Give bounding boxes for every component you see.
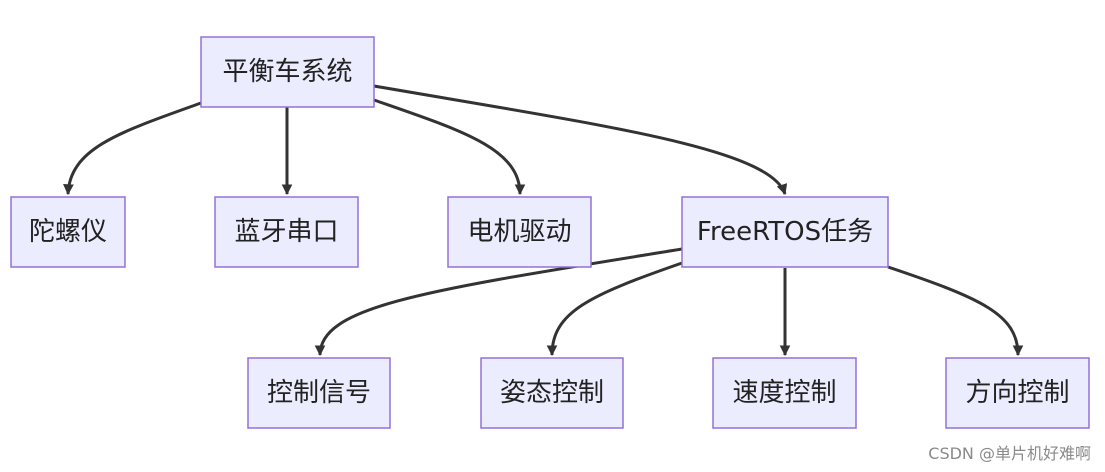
node-control-signal-label: 控制信号 bbox=[267, 378, 371, 408]
node-control-signal: 控制信号 bbox=[247, 357, 391, 429]
node-bluetooth-label: 蓝牙串口 bbox=[234, 217, 338, 247]
node-root-label: 平衡车系统 bbox=[222, 57, 352, 87]
node-root: 平衡车系统 bbox=[200, 36, 375, 108]
node-speed-label: 速度控制 bbox=[732, 378, 836, 408]
edge-freertos-attitude bbox=[546, 261, 683, 357]
node-motor: 电机驱动 bbox=[447, 196, 592, 268]
edge-root-gyro bbox=[63, 101, 202, 196]
edge-root-motor bbox=[373, 98, 526, 196]
node-direction: 方向控制 bbox=[945, 357, 1090, 429]
node-bluetooth: 蓝牙串口 bbox=[214, 196, 359, 268]
node-gyro: 陀螺仪 bbox=[10, 196, 126, 268]
node-gyro-label: 陀螺仪 bbox=[29, 217, 107, 247]
node-speed: 速度控制 bbox=[712, 357, 857, 429]
node-attitude-label: 姿态控制 bbox=[500, 378, 604, 408]
node-motor-label: 电机驱动 bbox=[467, 217, 571, 247]
node-freertos-label: FreeRTOS任务 bbox=[697, 217, 873, 247]
edge-root-freertos bbox=[373, 84, 788, 196]
node-attitude: 姿态控制 bbox=[480, 357, 624, 429]
node-freertos: FreeRTOS任务 bbox=[681, 196, 889, 268]
watermark: CSDN @单片机好难啊 bbox=[928, 444, 1091, 463]
edge-freertos-direction bbox=[887, 265, 1024, 357]
node-direction-label: 方向控制 bbox=[965, 378, 1069, 408]
